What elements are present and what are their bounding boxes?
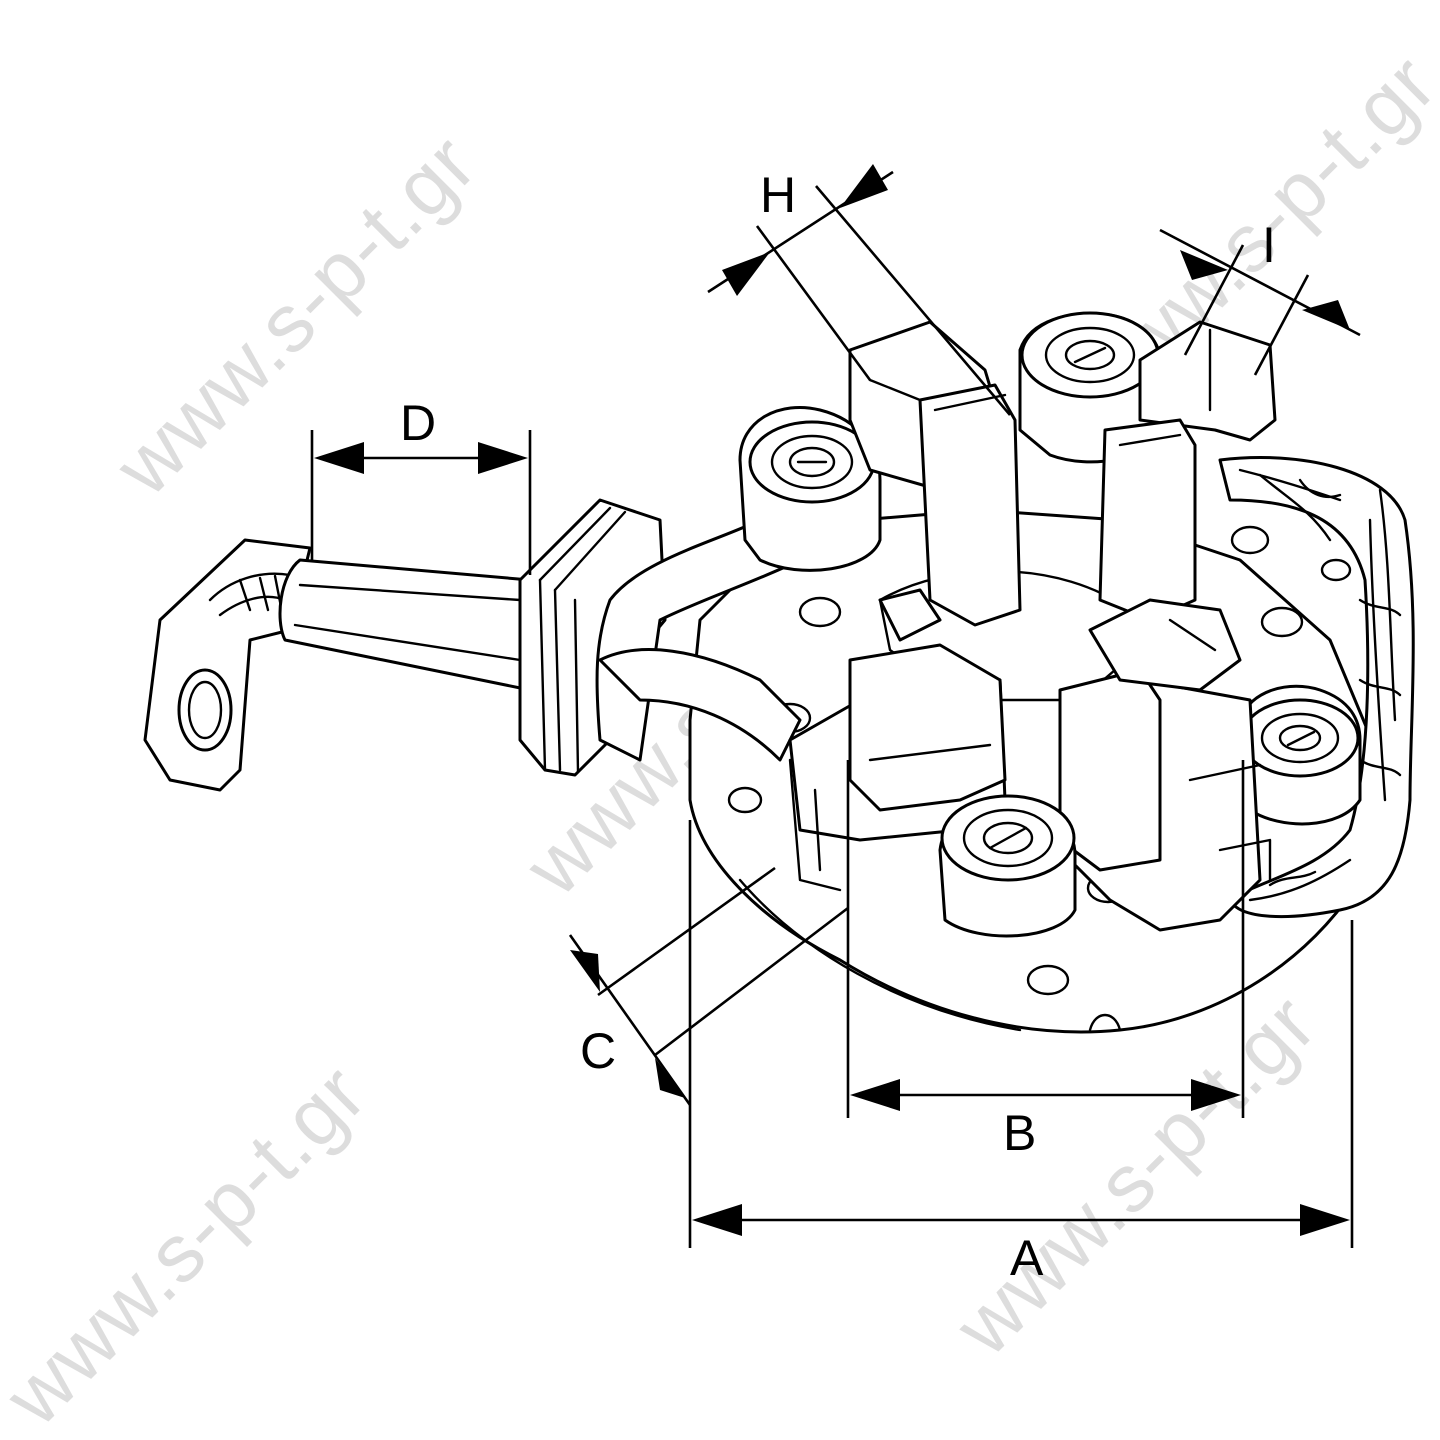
dimension-b: B	[846, 760, 1245, 1161]
dimension-i: I	[1159, 217, 1361, 376]
watermark-bottom-right: www.s-p-t.gr	[938, 978, 1334, 1374]
label-b: B	[1003, 1105, 1036, 1161]
dimension-h: H	[707, 164, 1011, 416]
dimension-d: D	[310, 395, 532, 575]
back-components	[738, 311, 1277, 627]
label-c: C	[580, 1023, 616, 1079]
front-components	[788, 588, 1362, 938]
label-i: I	[1262, 217, 1276, 273]
watermark-bottom-left: www.s-p-t.gr	[0, 1048, 383, 1440]
label-h: H	[760, 167, 796, 223]
watermark-top-left: www.s-p-t.gr	[98, 118, 494, 514]
cable-terminal	[143, 498, 802, 792]
braided-lead	[1218, 456, 1415, 919]
dimension-c: C	[568, 866, 849, 1106]
label-d: D	[400, 395, 436, 451]
dimension-a: A	[688, 820, 1354, 1286]
label-a: A	[1010, 1230, 1044, 1286]
